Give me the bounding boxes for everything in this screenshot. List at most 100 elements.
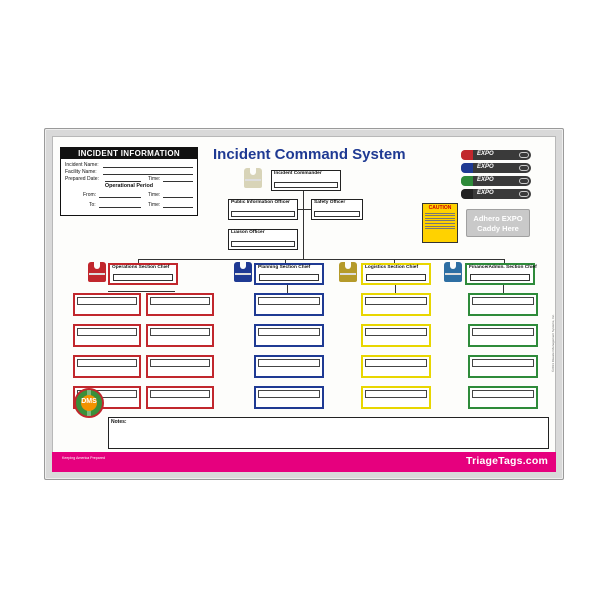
marker-blue: EXPO <box>461 163 531 173</box>
unit-field[interactable] <box>258 390 320 398</box>
operations-unit-box[interactable] <box>73 355 141 378</box>
operations-section-chief-label: Operations Section Chief <box>112 265 170 270</box>
unit-field[interactable] <box>365 390 427 398</box>
incident-information-header: INCIDENT INFORMATION <box>61 148 197 159</box>
logistics-unit-box[interactable] <box>361 355 431 378</box>
connector-staff-horizontal <box>286 209 321 210</box>
planning-unit-box[interactable] <box>254 324 324 347</box>
unit-field[interactable] <box>258 359 320 367</box>
logistics-section-chief-box[interactable]: Logistics Section Chief <box>361 263 431 285</box>
unit-field[interactable] <box>77 359 137 367</box>
planning-vest-icon <box>234 262 252 282</box>
marker-label: EXPO <box>477 164 494 170</box>
unit-field[interactable] <box>150 359 210 367</box>
operations-section-chief-box[interactable]: Operations Section Chief <box>108 263 178 285</box>
to-date-line[interactable] <box>99 207 141 208</box>
unit-field[interactable] <box>150 328 210 336</box>
from-date-line[interactable] <box>99 197 141 198</box>
finance-admin-section-chief-field[interactable] <box>470 274 530 281</box>
caution-text-line <box>425 222 455 224</box>
incident-name-label: Incident Name: <box>65 162 99 168</box>
connector-logistics-units <box>395 285 396 293</box>
marker-clip <box>519 191 529 197</box>
unit-field[interactable] <box>258 328 320 336</box>
unit-field[interactable] <box>472 390 534 398</box>
marker-black: EXPO <box>461 189 531 199</box>
unit-field[interactable] <box>365 359 427 367</box>
unit-field[interactable] <box>472 297 534 305</box>
unit-field[interactable] <box>365 328 427 336</box>
incident-commander-box[interactable]: Incident Commander <box>271 170 341 191</box>
caution-text-line <box>425 220 455 222</box>
logistics-unit-box[interactable] <box>361 293 431 316</box>
planning-section-chief-field[interactable] <box>259 274 319 281</box>
logo-text: DMS <box>81 398 97 405</box>
marker-green: EXPO <box>461 176 531 186</box>
facility-name-label: Facility Name: <box>65 169 97 175</box>
connector-main-vertical <box>303 190 304 260</box>
planning-unit-box[interactable] <box>254 386 324 409</box>
operations-vest-icon <box>88 262 106 282</box>
from-time-line[interactable] <box>163 197 193 198</box>
logistics-unit-box[interactable] <box>361 386 431 409</box>
marker-label: EXPO <box>477 177 494 183</box>
public-information-officer-box[interactable]: Public Information Officer <box>228 199 298 220</box>
planning-section-chief-box[interactable]: Planning Section Chief <box>254 263 324 285</box>
unit-field[interactable] <box>77 328 137 336</box>
finance-admin-section-chief-box[interactable]: Finance/Admin. Section Chief <box>465 263 537 285</box>
finance-vest-icon <box>444 262 462 282</box>
to-time-line[interactable] <box>163 207 193 208</box>
unit-field[interactable] <box>150 297 210 305</box>
marker-cap <box>461 189 473 199</box>
finance-unit-box[interactable] <box>468 355 538 378</box>
incident-commander-field[interactable] <box>274 182 338 188</box>
liaison-officer-field[interactable] <box>231 241 295 247</box>
finance-unit-box[interactable] <box>468 293 538 316</box>
marker-clip <box>519 165 529 171</box>
operations-unit-box[interactable] <box>73 293 141 316</box>
unit-field[interactable] <box>472 359 534 367</box>
marker-label: EXPO <box>477 151 494 157</box>
logistics-unit-box[interactable] <box>361 324 431 347</box>
operations-section-chief-field[interactable] <box>113 274 173 281</box>
operations-unit-box[interactable] <box>146 293 214 316</box>
operations-unit-box[interactable] <box>146 386 214 409</box>
website-text: TriageTags.com <box>466 455 548 467</box>
operations-unit-box[interactable] <box>73 324 141 347</box>
planning-unit-box[interactable] <box>254 355 324 378</box>
prepared-time-label: Time: <box>148 176 161 182</box>
facility-name-line[interactable] <box>103 174 193 175</box>
caddy-line-1: Adhero EXPO <box>473 214 523 223</box>
dms-logo: DMS <box>74 388 104 418</box>
public-information-officer-field[interactable] <box>231 211 295 217</box>
footer-band <box>52 452 556 472</box>
safety-officer-field[interactable] <box>314 211 360 217</box>
planning-section-chief-label: Planning Section Chief <box>258 265 311 270</box>
unit-field[interactable] <box>77 297 137 305</box>
safety-officer-box[interactable]: Safety Officer <box>311 199 363 220</box>
marker-cap <box>461 163 473 173</box>
connector-operations <box>138 259 139 264</box>
unit-field[interactable] <box>365 297 427 305</box>
finance-unit-box[interactable] <box>468 324 538 347</box>
finance-unit-box[interactable] <box>468 386 538 409</box>
marker-red: EXPO <box>461 150 531 160</box>
prepared-time-line[interactable] <box>163 181 193 182</box>
to-label: To: <box>89 202 96 208</box>
unit-field[interactable] <box>472 328 534 336</box>
notes-label: Notes: <box>111 419 127 425</box>
unit-field[interactable] <box>258 297 320 305</box>
notes-box[interactable]: Notes: <box>108 417 549 449</box>
caution-label: CAUTION <box>422 203 458 243</box>
caddy-line-2: Caddy Here <box>477 224 519 233</box>
connector-logistics <box>394 259 395 264</box>
prepared-date-line[interactable] <box>105 181 141 182</box>
operations-unit-box[interactable] <box>146 324 214 347</box>
planning-unit-box[interactable] <box>254 293 324 316</box>
liaison-officer-box[interactable]: Liaison Officer <box>228 229 298 250</box>
unit-field[interactable] <box>150 390 210 398</box>
logistics-section-chief-field[interactable] <box>366 274 426 281</box>
operations-unit-box[interactable] <box>146 355 214 378</box>
incident-name-line[interactable] <box>103 167 193 168</box>
logistics-section-chief-label: Logistics Section Chief <box>365 265 419 270</box>
